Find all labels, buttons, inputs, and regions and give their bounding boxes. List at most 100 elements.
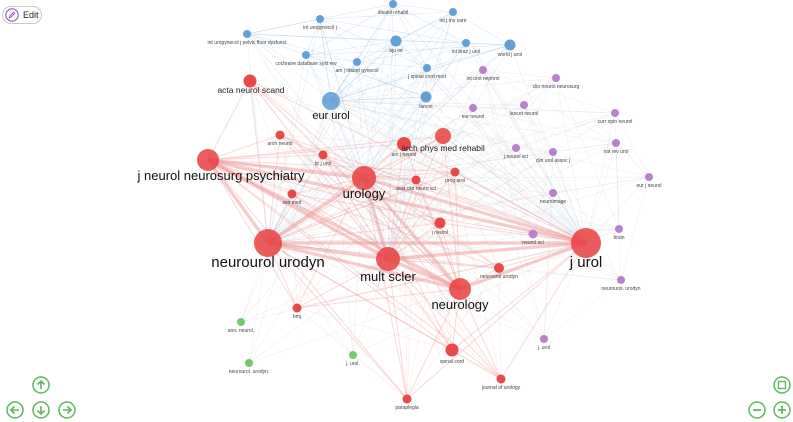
node-int-urogynecol-j[interactable] bbox=[316, 15, 324, 23]
edge bbox=[387, 67, 428, 260]
node-j-urol-g[interactable] bbox=[349, 351, 357, 359]
edge bbox=[291, 193, 389, 260]
edge bbox=[207, 159, 500, 269]
edge bbox=[459, 288, 502, 380]
node-paraplegia[interactable] bbox=[402, 394, 412, 404]
zoom-in-button[interactable] bbox=[773, 401, 791, 419]
node-bmj[interactable] bbox=[292, 303, 302, 313]
node-j-urol[interactable] bbox=[571, 228, 601, 258]
pan-right-button[interactable] bbox=[58, 401, 76, 419]
edge bbox=[267, 112, 616, 244]
edge bbox=[392, 3, 428, 69]
edit-button[interactable]: Edit bbox=[2, 6, 42, 24]
edge bbox=[279, 134, 389, 260]
edge bbox=[267, 171, 456, 244]
edge bbox=[246, 33, 587, 244]
edge bbox=[305, 54, 587, 244]
node-aust-clin-neurosci[interactable] bbox=[411, 175, 421, 185]
pan-left-button[interactable] bbox=[6, 401, 24, 419]
node-neurourol-urodyn-g[interactable] bbox=[245, 359, 253, 367]
node-j-neurol-sci[interactable] bbox=[512, 144, 520, 152]
node-int-braz-j-urol[interactable] bbox=[462, 39, 470, 47]
node-journal-of-urology[interactable] bbox=[496, 374, 506, 384]
edge bbox=[267, 242, 502, 380]
pan-up-button[interactable] bbox=[32, 376, 50, 394]
pan-down-button[interactable] bbox=[32, 401, 50, 419]
node-neuroimage[interactable] bbox=[549, 189, 557, 197]
edge bbox=[296, 307, 453, 351]
node-am-j-neurol[interactable] bbox=[397, 137, 411, 151]
node-world-j-urol[interactable] bbox=[504, 39, 516, 51]
edge bbox=[207, 159, 293, 195]
edge bbox=[387, 69, 484, 260]
node-eur-urol[interactable] bbox=[322, 92, 340, 110]
edge bbox=[615, 142, 650, 178]
node-bju-int[interactable] bbox=[390, 35, 402, 47]
node-int-j-ms-care[interactable] bbox=[449, 8, 457, 16]
node-neurol-sci[interactable] bbox=[528, 229, 538, 239]
edge bbox=[330, 44, 511, 102]
node-clin-neurol-neurosurg[interactable] bbox=[552, 74, 560, 82]
edge bbox=[523, 77, 557, 106]
node-eur-neurol[interactable] bbox=[469, 104, 477, 112]
node-j-urol-p[interactable] bbox=[540, 335, 548, 343]
edge bbox=[614, 112, 620, 230]
node-j-neurol-neurosurg-psychiatry[interactable] bbox=[197, 149, 219, 171]
edge bbox=[585, 112, 616, 244]
node-disabil-rehabil[interactable] bbox=[389, 0, 397, 8]
node-eur-j-neurol[interactable] bbox=[645, 173, 653, 181]
node-am-j-obstet-gynecol[interactable] bbox=[353, 58, 361, 66]
node-int-urogynecol-pelvic[interactable] bbox=[243, 30, 251, 38]
node-lancet-neurol[interactable] bbox=[520, 101, 528, 109]
edge bbox=[356, 61, 389, 260]
edge bbox=[363, 177, 408, 400]
node-curr-opin-neurol[interactable] bbox=[611, 109, 619, 117]
node-cochrane[interactable] bbox=[302, 51, 310, 59]
node-acta-neurol-scand[interactable] bbox=[243, 74, 257, 88]
node-label-disabil-rehabil: disabil rehabil bbox=[378, 10, 409, 16]
edge bbox=[207, 143, 405, 161]
node-br-j-urol[interactable] bbox=[318, 150, 328, 160]
node-neurology[interactable] bbox=[449, 278, 471, 300]
node-ann-neurol[interactable] bbox=[237, 318, 245, 326]
edge bbox=[267, 242, 545, 340]
edge bbox=[249, 80, 389, 260]
node-nat-rev-urol[interactable] bbox=[612, 139, 620, 147]
node-j-neurol[interactable] bbox=[434, 217, 446, 229]
edge bbox=[387, 112, 616, 260]
node-spinal-cord[interactable] bbox=[445, 343, 459, 357]
node-lancet[interactable] bbox=[420, 91, 432, 103]
edge bbox=[387, 77, 557, 260]
edge bbox=[459, 241, 587, 291]
node-j-spinal-cord-med[interactable] bbox=[423, 64, 431, 72]
node-label-eur-neurol: eur neurol bbox=[462, 114, 485, 120]
zoom-out-button[interactable] bbox=[748, 401, 766, 419]
node-sex-med[interactable] bbox=[287, 189, 297, 199]
node-prog-urol[interactable] bbox=[450, 167, 460, 177]
edge bbox=[363, 151, 554, 179]
node-arch-neurol[interactable] bbox=[275, 130, 285, 140]
edge bbox=[248, 242, 587, 364]
node-int-urol-nephrol[interactable] bbox=[479, 66, 487, 74]
fit-screen-button[interactable] bbox=[773, 376, 791, 394]
node-label-acta-neurol-scand: acta neurol scand bbox=[217, 85, 284, 95]
node-label-j-spinal-cord-med: j spinal cord med bbox=[407, 74, 446, 80]
edge bbox=[267, 100, 332, 244]
edge bbox=[267, 67, 428, 244]
node-arch-phys-med-rehabil[interactable] bbox=[435, 128, 451, 144]
edge bbox=[279, 134, 293, 195]
node-label-neuroimage: neuroimage bbox=[540, 199, 567, 205]
node-neurourol-urodyn[interactable] bbox=[254, 229, 282, 257]
node-brain[interactable] bbox=[615, 225, 623, 233]
node-clin-urol-j[interactable] bbox=[549, 148, 557, 156]
edge bbox=[249, 80, 365, 179]
node-mult-scler[interactable] bbox=[376, 247, 400, 271]
edge bbox=[387, 96, 427, 260]
edge bbox=[415, 135, 444, 181]
node-urology[interactable] bbox=[352, 166, 376, 190]
edge bbox=[472, 107, 534, 235]
node-neurourol-urodyn-p[interactable] bbox=[617, 276, 625, 284]
node-neurourol-urodyn-red2[interactable] bbox=[494, 263, 504, 273]
edge bbox=[363, 177, 622, 281]
